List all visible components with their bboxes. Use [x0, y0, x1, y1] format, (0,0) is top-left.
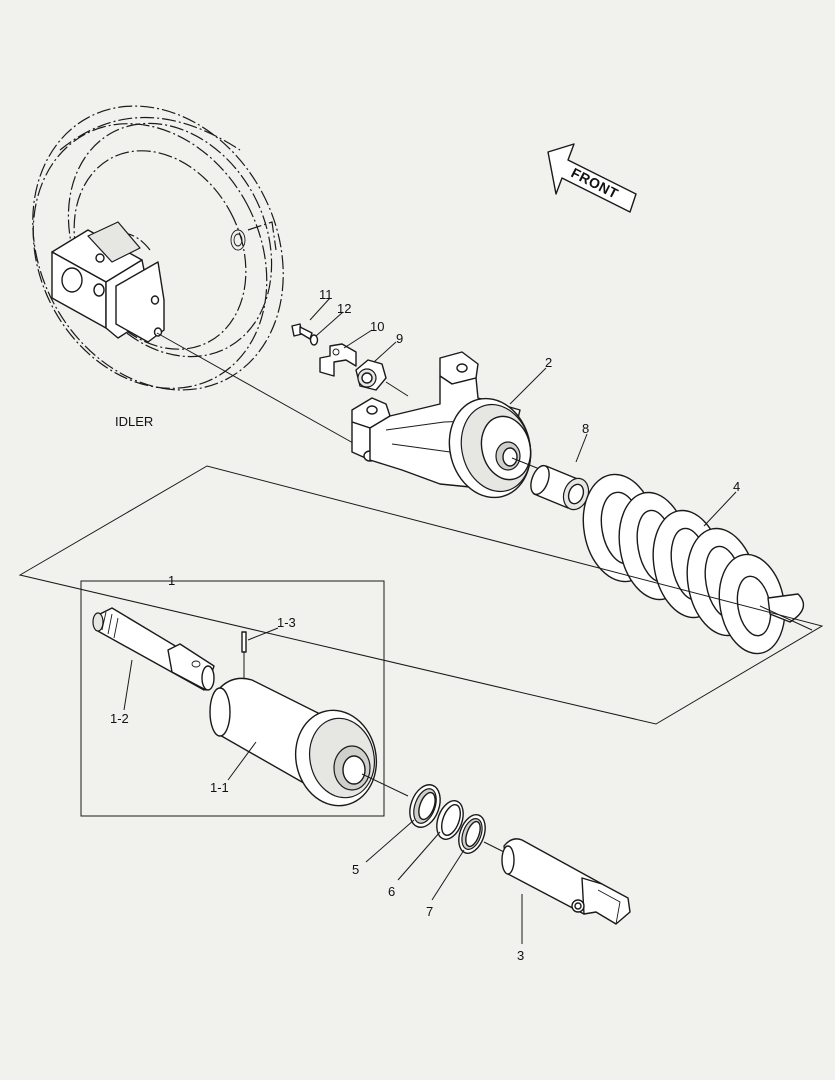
label-part-2: 2	[545, 355, 552, 370]
idler-yoke-centerline	[156, 332, 363, 449]
label-part-4: 4	[733, 479, 740, 494]
label-part-1-2: 1-2	[110, 711, 129, 726]
part-12-washer	[309, 334, 319, 346]
shaft-centerline	[361, 773, 409, 797]
part-1-3-spring-pin	[241, 631, 247, 680]
part-1-1-shaft	[209, 677, 378, 807]
part-5-seal-ring	[409, 784, 441, 828]
part-1-2-pin	[92, 607, 215, 691]
front-direction-arrow: FRONT	[547, 143, 637, 213]
label-part-10: 10	[370, 319, 384, 334]
part-1-assembly-box	[80, 580, 385, 817]
idler-bearing-block	[51, 221, 165, 343]
label-part-3: 3	[517, 948, 524, 963]
part-9-nut	[355, 359, 387, 391]
part-3-rod	[501, 838, 631, 925]
assembly-plane-outline	[18, 465, 824, 725]
label-part-1-1: 1-1	[210, 780, 229, 795]
label-part-12: 12	[337, 301, 351, 316]
part-6-o-ring	[436, 800, 464, 840]
part-7-backup-ring	[458, 814, 486, 854]
bolt-centerline	[385, 381, 409, 397]
part-2-yoke	[351, 351, 532, 499]
part-8-bushing	[530, 464, 590, 511]
label-part-1-3: 1-3	[277, 615, 296, 630]
part-labels: 11 12 10 9 2 8 4 1 1-3 1-2 1-1 5 6 7 3	[110, 287, 740, 963]
idler-wheel	[32, 105, 284, 391]
part-11-bolt	[291, 323, 313, 340]
label-part-1: 1	[168, 573, 175, 588]
ring-centerline	[483, 841, 505, 853]
label-part-8: 8	[582, 421, 589, 436]
part-10-lock-plate	[319, 343, 357, 377]
label-part-6: 6	[388, 884, 395, 899]
label-part-5: 5	[352, 862, 359, 877]
label-part-11: 11	[319, 287, 333, 302]
label-part-7: 7	[426, 904, 433, 919]
yoke-centerline	[511, 457, 543, 471]
part-4-spring	[582, 473, 813, 655]
idler-label: IDLER	[115, 414, 153, 429]
label-part-9: 9	[396, 331, 403, 346]
label-leaders	[123, 297, 737, 944]
